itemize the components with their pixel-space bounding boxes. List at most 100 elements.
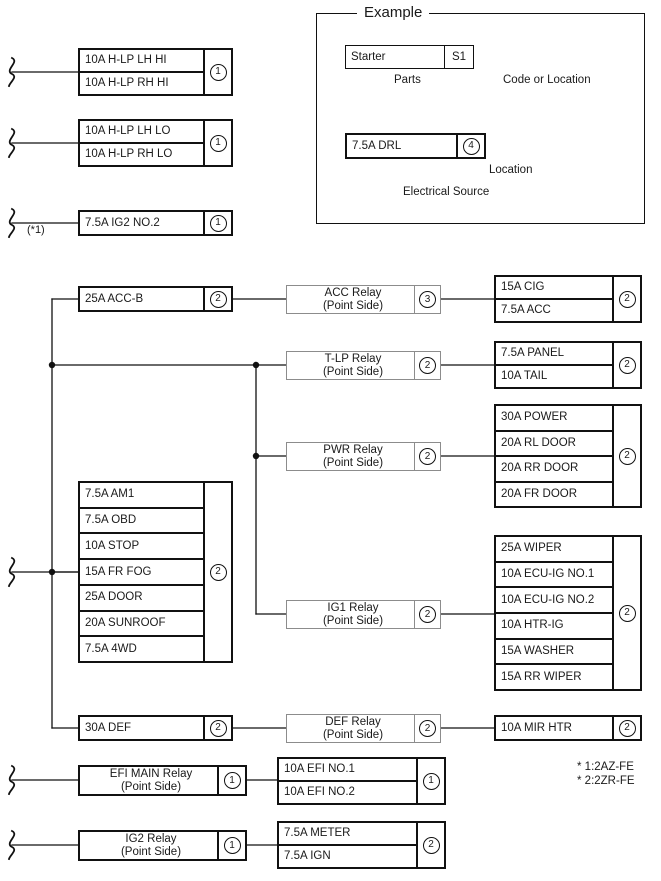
location-code-cell: 1 <box>217 832 245 859</box>
relay-sub: (Point Side) <box>322 299 384 312</box>
fuse-row[interactable]: 10A MIR HTR <box>501 721 572 734</box>
fuse-rows: 10A H-LP LH LO 10A H-LP RH LO <box>80 121 203 165</box>
relay-sub: (Point Side) <box>120 845 182 858</box>
relay-name: DEF Relay <box>325 715 381 728</box>
relay-rows: PWR Relay (Point Side) <box>287 443 414 470</box>
fuse-row[interactable]: 20A FR DOOR <box>501 487 578 500</box>
relay-box-pwr[interactable]: PWR Relay (Point Side) 2 <box>286 442 441 471</box>
relay-sub: (Point Side) <box>322 456 384 469</box>
location-code: 2 <box>419 357 436 374</box>
relay-box-acc[interactable]: ACC Relay (Point Side) 3 <box>286 285 441 314</box>
fuse-box-hlp-hi[interactable]: 10A H-LP LH HI 10A H-LP RH HI 1 <box>78 48 233 96</box>
fuse-rows: 10A EFI NO.1 10A EFI NO.2 <box>279 759 416 803</box>
fuse-row[interactable]: 7.5A IG2 NO.2 <box>85 216 160 229</box>
fuse-box-mir-htr[interactable]: 10A MIR HTR 2 <box>494 715 642 741</box>
fuse-row[interactable]: 10A EFI NO.1 <box>279 759 416 782</box>
fuse-rows: 25A ACC-B <box>80 288 203 310</box>
location-code-cell: 3 <box>414 286 440 313</box>
fuse-row[interactable]: 10A STOP <box>80 534 203 561</box>
fuse-row[interactable]: 7.5A METER <box>279 823 416 846</box>
fuse-row[interactable]: 10A ECU-IG NO.1 <box>496 563 612 589</box>
fuse-row[interactable]: 30A DEF <box>85 721 132 734</box>
relay-label[interactable]: PWR Relay (Point Side) <box>287 443 414 470</box>
fuse-box-hlp-lo[interactable]: 10A H-LP LH LO 10A H-LP RH LO 1 <box>78 119 233 167</box>
location-code: 2 <box>618 290 636 308</box>
fuse-row[interactable]: 20A RL DOOR <box>496 432 612 457</box>
relay-sub: (Point Side) <box>120 780 182 793</box>
fuse-row[interactable]: 20A RR DOOR <box>496 457 612 483</box>
example-title: Example <box>357 4 430 21</box>
fuse-row[interactable]: 10A ECU-IG NO.2 <box>496 588 612 615</box>
fuse-row[interactable]: 7.5A IGN <box>284 850 331 863</box>
relay-label[interactable]: DEF Relay (Point Side) <box>287 715 414 742</box>
fuse-box-acc-loads[interactable]: 15A CIG 7.5A ACC 2 <box>494 275 642 323</box>
location-code: 2 <box>209 719 227 737</box>
fuse-row[interactable]: 10A EFI NO.2 <box>284 786 355 799</box>
fuse-rows: 30A POWER 20A RL DOOR 20A RR DOOR 20A FR… <box>496 406 612 506</box>
fuse-row[interactable]: 25A WIPER <box>496 537 612 563</box>
location-code-cell: 1 <box>203 121 231 165</box>
relay-box-efi-main[interactable]: EFI MAIN Relay (Point Side) 1 <box>78 765 247 796</box>
fuse-row[interactable]: 25A DOOR <box>80 586 203 612</box>
relay-box-ig1[interactable]: IG1 Relay (Point Side) 2 <box>286 600 441 629</box>
relay-label[interactable]: EFI MAIN Relay (Point Side) <box>80 767 217 794</box>
location-code-cell: 1 <box>203 212 231 234</box>
location-code-cell: 1 <box>203 50 231 94</box>
example-starter-code: S1 <box>444 46 473 68</box>
fuse-row[interactable]: 25A ACC-B <box>85 292 144 305</box>
fuse-box-def[interactable]: 30A DEF 2 <box>78 715 233 741</box>
fuse-box-ig2-no2[interactable]: 7.5A IG2 NO.2 1 <box>78 210 233 236</box>
relay-rows: ACC Relay (Point Side) <box>287 286 414 313</box>
fuse-box-tlp-loads[interactable]: 7.5A PANEL 10A TAIL 2 <box>494 341 642 389</box>
footnote-marker-ig2: (*1) <box>27 224 45 236</box>
relay-rows: IG2 Relay (Point Side) <box>80 832 217 859</box>
relay-name: EFI MAIN Relay <box>109 767 193 780</box>
relay-label[interactable]: IG1 Relay (Point Side) <box>287 601 414 628</box>
fuse-box-pwr-loads[interactable]: 30A POWER 20A RL DOOR 20A RR DOOR 20A FR… <box>494 404 642 508</box>
relay-sub: (Point Side) <box>322 365 384 378</box>
relay-rows: DEF Relay (Point Side) <box>287 715 414 742</box>
location-code-cell: 2 <box>414 352 440 379</box>
location-code: 2 <box>419 720 436 737</box>
fuse-box-efi[interactable]: 10A EFI NO.1 10A EFI NO.2 1 <box>277 757 446 805</box>
relay-box-ig2[interactable]: IG2 Relay (Point Side) 1 <box>78 830 247 861</box>
fuse-box-battery-block[interactable]: 7.5A AM1 7.5A OBD 10A STOP 15A FR FOG 25… <box>78 481 233 663</box>
fuse-row[interactable]: 10A TAIL <box>501 370 548 383</box>
example-callout-electrical-source: Electrical Source <box>403 186 490 198</box>
relay-box-def[interactable]: DEF Relay (Point Side) 2 <box>286 714 441 743</box>
location-code: 1 <box>209 63 227 81</box>
relay-label[interactable]: T-LP Relay (Point Side) <box>287 352 414 379</box>
fuse-row[interactable]: 7.5A PANEL <box>496 343 612 366</box>
fuse-row[interactable]: 7.5A 4WD <box>85 642 137 655</box>
fuse-row[interactable]: 15A WASHER <box>496 640 612 666</box>
relay-name: PWR Relay <box>323 443 383 456</box>
fuse-row[interactable]: 15A FR FOG <box>80 560 203 586</box>
relay-label[interactable]: IG2 Relay (Point Side) <box>80 832 217 859</box>
fuse-row[interactable]: 10A H-LP LH HI <box>80 50 203 73</box>
fuse-row[interactable]: 7.5A AM1 <box>80 483 203 509</box>
fuse-row[interactable]: 15A RR WIPER <box>501 670 582 683</box>
fuse-row[interactable]: 7.5A ACC <box>501 304 551 317</box>
fuse-row[interactable]: 15A CIG <box>496 277 612 300</box>
fuse-row[interactable]: 7.5A OBD <box>80 509 203 535</box>
relay-label[interactable]: ACC Relay (Point Side) <box>287 286 414 313</box>
fuse-row[interactable]: 30A POWER <box>496 406 612 432</box>
fuse-box-ig1-loads[interactable]: 25A WIPER 10A ECU-IG NO.1 10A ECU-IG NO.… <box>494 535 642 691</box>
fuse-row[interactable]: 20A SUNROOF <box>80 612 203 638</box>
fuse-box-acc-b[interactable]: 25A ACC-B 2 <box>78 286 233 312</box>
location-code: 2 <box>419 448 436 465</box>
fuse-rows: 7.5A PANEL 10A TAIL <box>496 343 612 387</box>
fuse-row[interactable]: 10A HTR-IG <box>496 614 612 640</box>
fuse-row[interactable]: 10A H-LP RH LO <box>85 148 173 161</box>
relay-box-tlp[interactable]: T-LP Relay (Point Side) 2 <box>286 351 441 380</box>
relay-name: ACC Relay <box>324 286 382 299</box>
fuse-box-ig2-loads[interactable]: 7.5A METER 7.5A IGN 2 <box>277 821 446 869</box>
location-code: 2 <box>419 606 436 623</box>
example-callout-code-or-location: Code or Location <box>503 74 591 86</box>
fuse-row[interactable]: 10A H-LP RH HI <box>85 77 169 90</box>
example-drl-code-cell: 4 <box>456 135 484 157</box>
fuse-row[interactable]: 10A H-LP LH LO <box>80 121 203 144</box>
example-drl-label: 7.5A DRL <box>352 140 402 152</box>
fuse-rows: 10A MIR HTR <box>496 717 612 739</box>
